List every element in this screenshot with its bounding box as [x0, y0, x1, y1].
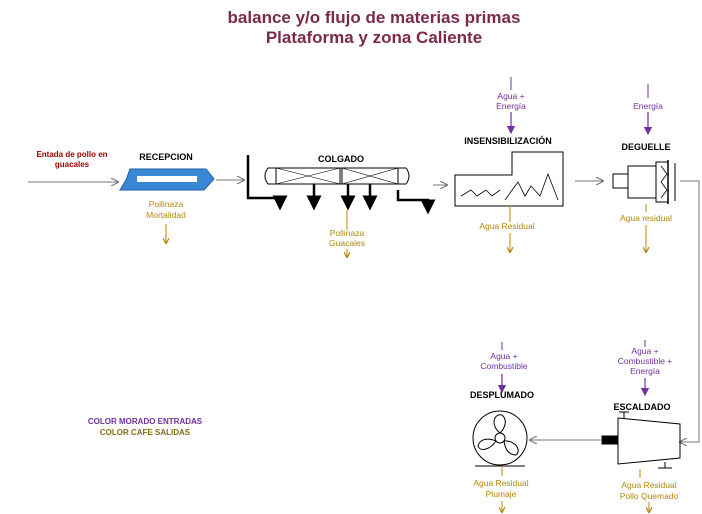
escaldado-input-1: Agua + — [631, 346, 658, 356]
insens-input-1: Agua + — [497, 91, 524, 101]
escaldado-tank — [601, 411, 681, 469]
desplumado-drum — [472, 410, 528, 467]
deguelle-blade-unit — [612, 160, 676, 204]
entry-label-line2: guacales — [55, 160, 90, 169]
recepcion-conveyor — [119, 168, 215, 191]
insens-output-1: Agua Residual — [479, 221, 534, 231]
deguelle-input-1: Energía — [633, 101, 663, 111]
stage-insensibilizacion-label: INSENSIBILIZACIÓN — [464, 135, 552, 146]
desplumado-output-1: Agua Residual — [473, 478, 528, 488]
stage-escaldado-label: ESCALDADO — [613, 402, 670, 412]
legend-salidas: COLOR CAFE SALIDAS — [100, 428, 191, 437]
deguelle-output-1: Agua residual — [620, 213, 672, 223]
colgado-output-1: Pollinaza — [330, 228, 365, 238]
stage-deguelle-label: DEGUELLE — [621, 142, 670, 152]
escaldado-input-3: Energía — [630, 366, 660, 376]
insens-input-2: Energía — [496, 101, 526, 111]
stage-desplumado-label: DESPLUMADO — [470, 390, 534, 400]
desplumado-input-2: Combustible — [480, 361, 528, 371]
diagram-title-line2: Plataforma y zona Caliente — [266, 28, 482, 47]
legend-entradas: COLOR MORADO ENTRADAS — [88, 417, 203, 426]
escaldado-output-2: Pollo Quemado — [620, 491, 679, 501]
entry-label-line1: Entada de pollo en — [36, 150, 107, 159]
colgado-output-2: Guacales — [329, 238, 365, 248]
stage-colgado-label: COLGADO — [318, 154, 364, 164]
desplumado-output-2: Plumaje — [486, 489, 517, 499]
recepcion-output-1: Pollinaza — [149, 199, 184, 209]
insensibilizacion-tank — [454, 151, 564, 207]
stage-recepcion-label: RECEPCION — [139, 152, 193, 162]
colgado-shackle-line — [246, 155, 436, 215]
recepcion-output-2: Mortalidad — [146, 210, 186, 220]
diagram-title-line1: balance y/o flujo de materias primas — [228, 8, 521, 27]
escaldado-output-1: Agua Residual — [621, 480, 676, 490]
arrow-deguelle-escaldado — [680, 180, 700, 442]
desplumado-input-1: Agua + — [490, 351, 517, 361]
escaldado-input-2: Combustible + — [618, 356, 673, 366]
